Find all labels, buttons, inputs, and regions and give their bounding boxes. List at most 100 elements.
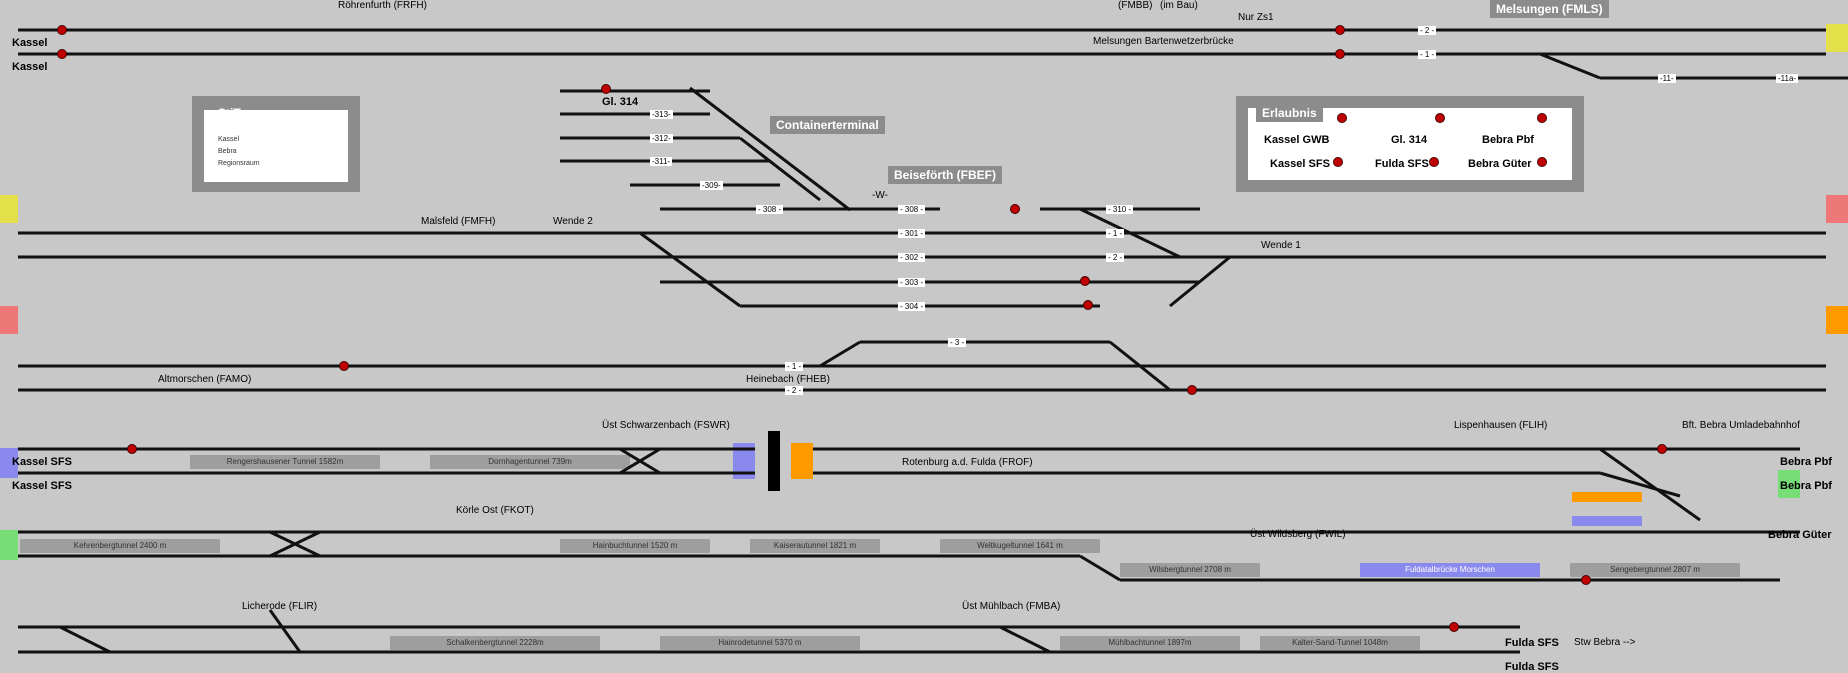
destination-kassel-1[interactable]: Kassel: [12, 37, 48, 49]
track-2b: - 2 -: [785, 386, 804, 395]
track-11a: -11a-: [1776, 74, 1799, 83]
tunnel: Kehrenbergtunnel 2400 m: [20, 539, 220, 553]
station-label-heinebach: Heinebach (FHEB): [746, 374, 830, 385]
tunnel: Dornhagentunnel 739m: [430, 455, 630, 469]
station-label-melsungen-bridge: Melsungen Bartenwetzerbrücke: [1093, 36, 1234, 47]
edge-marker-orange-right[interactable]: [1826, 306, 1848, 334]
yard-track-309: -309-: [700, 181, 723, 190]
track-11: -11-: [1658, 74, 1676, 83]
erlaubnis-gl314[interactable]: Gl. 314: [1391, 134, 1428, 146]
station-label-schwarzenbach: Üst Schwarzenbach (FSWR): [602, 420, 730, 431]
erlaubnis-bebra-pbf[interactable]: Bebra Pbf: [1482, 134, 1534, 146]
signal-light[interactable]: [1187, 385, 1197, 395]
track-2top: - 2 -: [1418, 26, 1437, 35]
track-304: - 304 -: [898, 302, 926, 311]
destination-bebra-guter[interactable]: Bebra Güter: [1768, 529, 1832, 541]
edge-marker-blue-mid[interactable]: [733, 443, 755, 479]
station-label-lispenhausen: Lispenhausen (FLIH): [1454, 420, 1548, 431]
edge-marker-blue-left[interactable]: [0, 448, 18, 478]
yard-track-313: -313-: [650, 110, 673, 119]
signal-light[interactable]: [1335, 49, 1345, 59]
station-label-umlade: Bft. Bebra Umladebahnhof: [1682, 420, 1800, 431]
signal-light[interactable]: [1010, 204, 1020, 214]
signal-light[interactable]: [1080, 276, 1090, 286]
signal-light[interactable]: [1337, 113, 1347, 123]
erlaubnis-kassel-gwb[interactable]: Kassel GWB: [1264, 134, 1330, 146]
track-303: - 303 -: [898, 278, 926, 287]
signal-light[interactable]: [1449, 622, 1459, 632]
edge-marker-yellow-right[interactable]: [1826, 24, 1848, 52]
edge-marker-orange-mid[interactable]: [791, 443, 813, 479]
tunnel: Hainbuchtunnel 1520 m: [560, 539, 710, 553]
edge-marker-yellow-left[interactable]: [0, 195, 18, 223]
destination-bebra-pbf-2[interactable]: Bebra Pbf: [1780, 480, 1832, 492]
edge-marker-blue-right-small[interactable]: [1572, 516, 1642, 526]
tunnel: Fuldatalbrücke Morschen: [1360, 563, 1540, 577]
yard-track-312: -312-: [650, 134, 673, 143]
signal-light[interactable]: [57, 25, 67, 35]
signal-light[interactable]: [1429, 157, 1439, 167]
edge-marker-green-right[interactable]: [1778, 470, 1800, 498]
yard-label-gl314: Gl. 314: [602, 96, 639, 108]
stitz-row-bebra: Bebra: [218, 148, 237, 155]
stitz-row-kassel: Kassel: [218, 136, 240, 143]
track-1a: - 1 -: [1106, 229, 1125, 238]
yard-track-308: - 308 -: [756, 205, 784, 214]
erlaubnis-kassel-sfs[interactable]: Kassel SFS: [1270, 158, 1330, 170]
destination-kassel-2[interactable]: Kassel: [12, 61, 48, 73]
station-label-wildsberg: Üst Wildsberg (FWIL): [1250, 529, 1346, 540]
tunnel: Weltkugeltunnel 1641 m: [940, 539, 1100, 553]
signal-light[interactable]: [1657, 444, 1667, 454]
track-310: - 310 -: [1106, 205, 1134, 214]
track-1top: - 1 -: [1418, 50, 1437, 59]
signal-light[interactable]: [57, 49, 67, 59]
signal-light[interactable]: [601, 84, 611, 94]
track-301: - 301 -: [898, 229, 926, 238]
station-label-stw-bebra[interactable]: Stw Bebra -->: [1574, 637, 1636, 648]
signal-light[interactable]: [1581, 575, 1591, 585]
tunnel: Hainrodetunnel 5370 m: [660, 636, 860, 650]
station-label-altmorschen: Altmorschen (FAMO): [158, 374, 252, 385]
erlaubnis-fulda-sfs[interactable]: Fulda SFS: [1375, 158, 1429, 170]
edge-marker-green-left[interactable]: [0, 530, 18, 560]
signal-light[interactable]: [1333, 157, 1343, 167]
signal-light[interactable]: [339, 361, 349, 371]
station-label-rohrenfurth: Röhrenfurth (FRFH): [338, 0, 427, 11]
signal-light[interactable]: [1435, 113, 1445, 123]
station-label-licherode: Licherode (FLIR): [242, 601, 318, 612]
erlaubnis-bebra-guter[interactable]: Bebra Güter: [1468, 158, 1532, 170]
stitz-row-regionsraum: Regionsraum: [218, 160, 260, 167]
tunnel: Kalter-Sand-Tunnel 1048m: [1260, 636, 1420, 650]
edge-marker-black-mid: [768, 431, 780, 491]
signal-light[interactable]: [1537, 157, 1547, 167]
station-header-containerterminal: Containerterminal: [770, 116, 885, 134]
yard-track-311: -311-: [650, 157, 673, 166]
stitz-panel: StiTz Kassel Bebra Regionsraum: [192, 96, 360, 192]
edge-marker-orange-right-small[interactable]: [1572, 492, 1642, 502]
destination-fulda-sfs-2[interactable]: Fulda SFS: [1505, 661, 1559, 673]
erlaubnis-title: Erlaubnis: [1256, 104, 1323, 122]
track-1b: - 1 -: [785, 362, 804, 371]
destination-bebra-pbf-1[interactable]: Bebra Pbf: [1780, 456, 1832, 468]
tunnel: Wilsbergtunnel 2708 m: [1120, 563, 1260, 577]
signal-light[interactable]: [127, 444, 137, 454]
tunnel: Sengebergtunnel 2807 m: [1570, 563, 1740, 577]
station-label-muhlbach: Üst Mühlbach (FMBA): [962, 601, 1061, 612]
track-3: - 3 -: [948, 338, 967, 347]
station-label-wende2: Wende 2: [553, 216, 593, 227]
signal-light[interactable]: [1537, 113, 1547, 123]
tunnel: Mühlbachtunnel 1897m: [1060, 636, 1240, 650]
signal-light[interactable]: [1083, 300, 1093, 310]
station-label-korle: Körle Ost (FKOT): [456, 505, 534, 516]
edge-marker-red-left[interactable]: [0, 306, 18, 334]
destination-fulda-sfs-1[interactable]: Fulda SFS: [1505, 637, 1559, 649]
edge-marker-red-right[interactable]: [1826, 195, 1848, 223]
signal-light[interactable]: [1335, 25, 1345, 35]
station-label-rotenburg: Rotenburg a.d. Fulda (FROF): [902, 457, 1033, 468]
station-header-beiseforth: Beiseförth (FBEF): [888, 166, 1002, 184]
destination-kassel-sfs-2[interactable]: Kassel SFS: [12, 480, 72, 492]
station-label-malsfeld: Malsfeld (FMFH): [421, 216, 496, 227]
track-308: - 308 -: [898, 205, 926, 214]
destination-kassel-sfs-1[interactable]: Kassel SFS: [12, 456, 72, 468]
